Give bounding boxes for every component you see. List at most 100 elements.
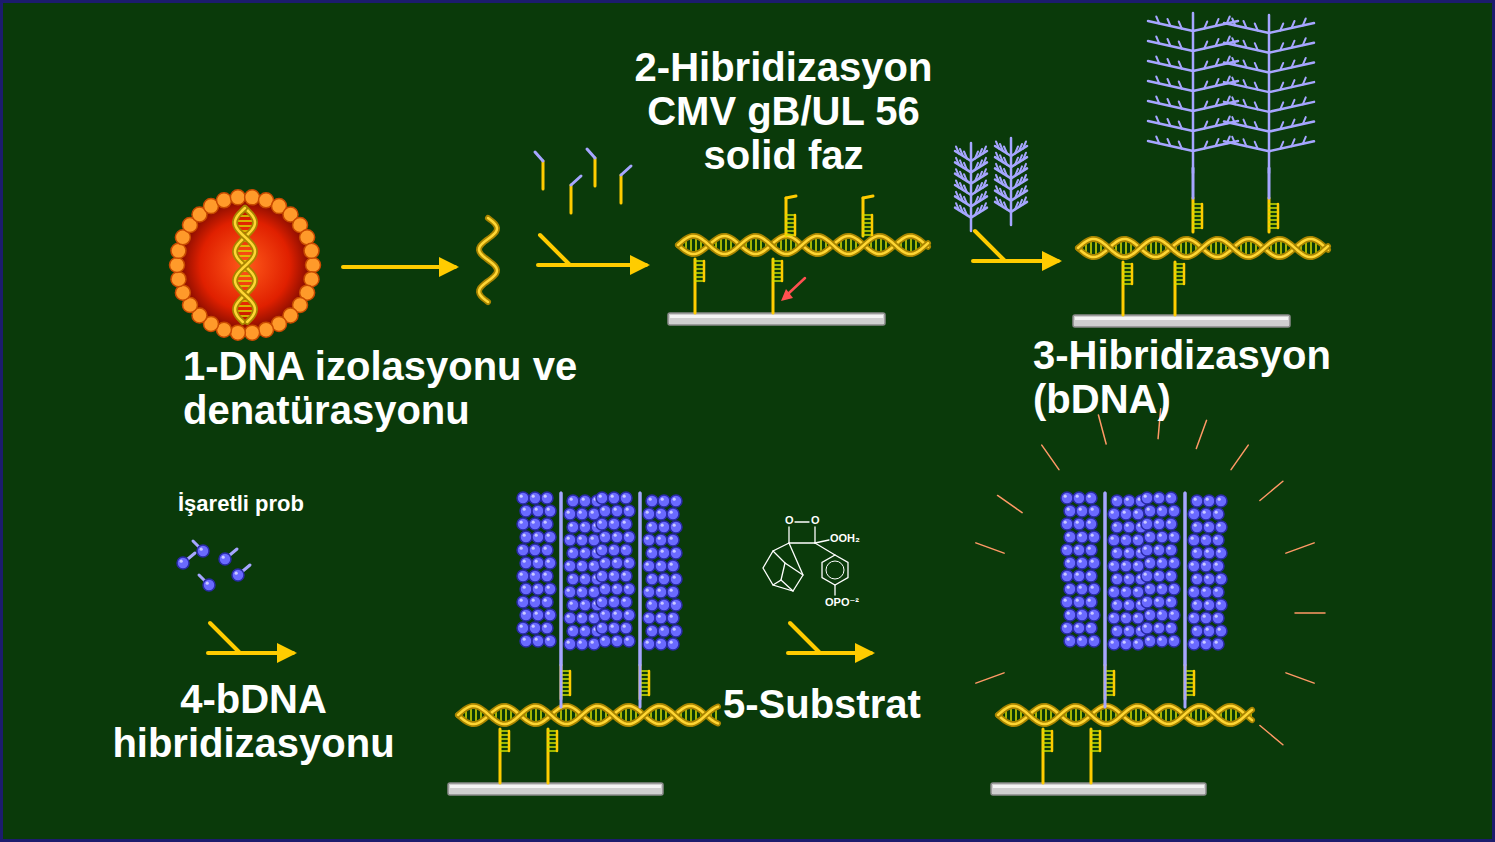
bdna-branch (1019, 144, 1022, 151)
hybrid-comb (1043, 746, 1052, 748)
hybrid-comb (773, 260, 782, 262)
label-ball-highlight (646, 615, 649, 618)
bdna-stem (639, 493, 642, 707)
bdna-branch (1004, 158, 1007, 165)
label-ball-highlight (567, 589, 570, 592)
label-ball (564, 560, 576, 572)
hybrid-comb (1091, 730, 1100, 732)
label-ball (646, 599, 658, 611)
label-ball-highlight (1171, 612, 1174, 615)
label-ball-highlight (1191, 615, 1194, 618)
label-ball (670, 521, 682, 533)
label-ball (1156, 531, 1168, 543)
label-ball-highlight (582, 628, 585, 631)
label-ball (1076, 583, 1088, 595)
virus-bead (230, 325, 245, 340)
bdna-branch (964, 174, 967, 181)
label-ball-highlight (1088, 599, 1091, 602)
label-ball (611, 531, 623, 543)
hybrid-comb (508, 731, 511, 751)
bdna-branch (996, 142, 999, 149)
virus-bead (259, 322, 274, 337)
bdna-branch (1004, 147, 1007, 154)
step-label: 2-Hibridizasyon CMV gB/UL 56 solid faz (601, 45, 966, 177)
hybrid-comb (500, 730, 509, 732)
label-ball-highlight (611, 573, 614, 576)
hybrid-comb (548, 738, 557, 740)
label-ball-highlight (1111, 511, 1114, 514)
bdna-branch (1015, 202, 1018, 209)
bdna-branch (1179, 22, 1182, 29)
bdna-branch (983, 147, 986, 154)
label-ball-highlight (1091, 586, 1094, 589)
label-ball-highlight (567, 511, 570, 514)
label-ball-highlight (602, 638, 605, 641)
label-ball-highlight (602, 586, 605, 589)
bdna-branch (1280, 63, 1283, 70)
bdna-branch (1015, 191, 1018, 198)
label-ball-highlight (1206, 524, 1209, 527)
label-ball-highlight (623, 599, 626, 602)
label-ball-highlight (1135, 563, 1138, 566)
label-ball-highlight (602, 612, 605, 615)
label-ball-highlight (535, 612, 538, 615)
label-ball (544, 583, 556, 595)
label-ball-highlight (1215, 563, 1218, 566)
label-ball (532, 583, 544, 595)
label-ball-highlight (1123, 589, 1126, 592)
label-ball-highlight (1168, 495, 1171, 498)
hybrid-comb (1123, 263, 1132, 265)
label-ball-highlight (1206, 576, 1209, 579)
bdna-branch (960, 206, 963, 213)
label-ball (567, 547, 579, 559)
bdna-branch (1216, 59, 1219, 66)
label-ball-highlight (520, 547, 523, 550)
dna-strand (678, 236, 928, 254)
label-ball-highlight (661, 628, 664, 631)
label-ball (599, 557, 611, 569)
label-ball (1111, 521, 1123, 533)
label-ball-highlight (611, 625, 614, 628)
label-ball-highlight (570, 498, 573, 501)
label-ball (1108, 638, 1120, 650)
label-ball-highlight (649, 550, 652, 553)
dna-strand (1078, 239, 1328, 257)
chem-bond (815, 540, 829, 543)
hybrid-comb (548, 734, 557, 736)
label-extender (1268, 198, 1271, 232)
label-ball-highlight (544, 495, 547, 498)
label-ball (520, 583, 532, 595)
hybrid-comb (1269, 215, 1278, 217)
capture-probe (694, 259, 697, 313)
bdna-branch (1000, 178, 1003, 185)
label-ball (1141, 596, 1153, 608)
bdna-branch (1204, 122, 1207, 129)
label-ball (596, 544, 608, 556)
label-ball-highlight (591, 615, 594, 618)
bdna-branch (1156, 57, 1159, 64)
bdna-branch (1232, 137, 1235, 144)
label-ball (667, 612, 679, 624)
label-extender (1192, 198, 1195, 232)
bdna-branch (1216, 139, 1219, 146)
label-ball-highlight (1156, 599, 1159, 602)
label-ball (655, 612, 667, 624)
label-ball (1188, 534, 1200, 546)
bdna-branch (975, 186, 978, 193)
label-ball (596, 570, 608, 582)
label-ball-highlight (591, 563, 594, 566)
label-ball (1088, 635, 1100, 647)
label-ball (588, 508, 600, 520)
label-ball-highlight (614, 534, 617, 537)
label-ball (1111, 495, 1123, 507)
label-ball-highlight (614, 586, 617, 589)
label-ball-highlight (1206, 498, 1209, 501)
label-ball (1088, 609, 1100, 621)
step-label: 1-DNA izolasyonu ve denatürasyonu (183, 344, 613, 432)
label-ball (596, 622, 608, 634)
label-ball (529, 570, 541, 582)
label-ball (1203, 547, 1215, 559)
label-ball (541, 492, 553, 504)
hybrid-comb (1193, 223, 1202, 225)
dna-strand (458, 706, 718, 724)
